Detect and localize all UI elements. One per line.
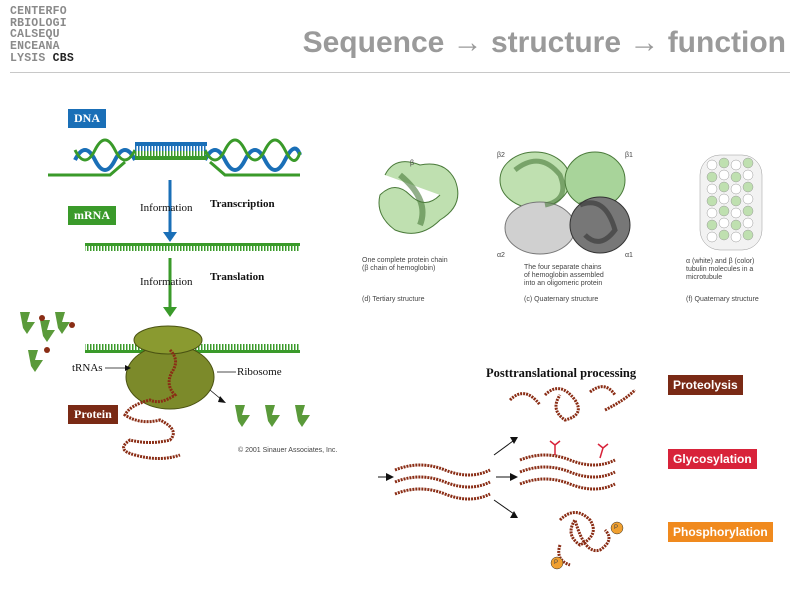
glycan-branches	[549, 440, 609, 459]
copyright-note: © 2001 Sinauer Associates, Inc.	[238, 447, 338, 454]
slide-title: Sequence → structure → function	[302, 26, 786, 59]
tubulin-label: (f) Quaternary structure	[686, 296, 759, 303]
chain-label-b2: β2	[497, 152, 505, 159]
tertiary-structure-image	[378, 161, 459, 234]
cbs-logo: CENTERFO RBIOLOGI CALSEQU ENCEANA LYSIS …	[10, 6, 90, 65]
tubulin-caption: α (white) and β (color) tubulin molecule…	[686, 258, 755, 281]
phosphorylation-label: Phosphorylation	[668, 522, 773, 542]
mrna-strand	[85, 243, 300, 251]
logo-line: CENTERFO	[10, 5, 67, 18]
title-divider	[10, 72, 790, 73]
proteolysis-label: Proteolysis	[668, 375, 743, 395]
logo-line: CALSEQU	[10, 28, 60, 42]
ptm-arrows	[378, 440, 515, 515]
ptm-graphics	[394, 385, 637, 567]
posttranslational-title: Posttranslational processing	[486, 366, 637, 380]
logo-line: ENCEANA	[10, 40, 60, 54]
glycosylation-label: Glycosylation	[668, 449, 757, 469]
chain-label-b1: β1	[625, 152, 633, 159]
ribosome	[125, 325, 215, 410]
microtubule-image	[699, 154, 763, 251]
quaternary-caption: The four separate chains of hemoglobin a…	[524, 264, 604, 287]
phosphate-group	[610, 521, 624, 535]
phosphate-group	[550, 556, 564, 570]
phosphate-p-label: P	[554, 560, 559, 566]
mrna-label: mRNA	[68, 206, 116, 225]
chain-label-beta: β	[410, 160, 415, 167]
quaternary-label: (c) Quaternary structure	[524, 296, 599, 303]
chain-label-a1: α1	[625, 252, 633, 259]
chain-label-a2: α2	[497, 252, 505, 259]
dna-label: DNA	[68, 109, 106, 128]
translation-label: Translation	[210, 271, 265, 283]
phosphate-p-label: P	[614, 525, 619, 531]
transcription-label: Transcription	[210, 198, 275, 210]
quaternary-structure-image	[499, 151, 631, 255]
logo-line: LYSIS CBS	[10, 51, 74, 65]
dna-helix	[48, 138, 302, 177]
trnas-label: tRNAs	[72, 362, 103, 374]
protein-label: Protein	[68, 405, 118, 424]
nascent-protein-chain	[122, 348, 181, 460]
information-label: Information	[140, 202, 193, 214]
logo-line: RBIOLOGI	[10, 16, 67, 30]
information-label: Information	[140, 276, 193, 288]
trna-molecules	[20, 312, 75, 372]
ribosome-label: Ribosome	[237, 366, 282, 378]
tertiary-label: (d) Tertiary structure	[362, 296, 425, 303]
released-trnas	[235, 405, 310, 427]
tertiary-caption: One complete protein chain (β chain of h…	[362, 257, 448, 272]
